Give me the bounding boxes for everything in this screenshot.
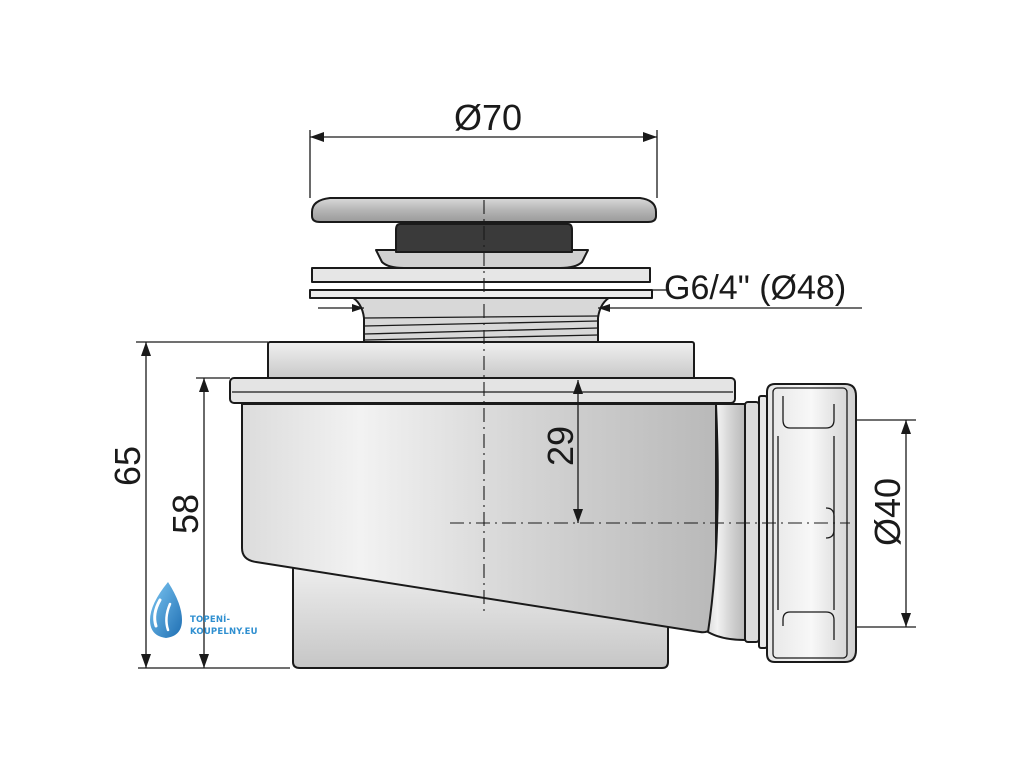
label-thread: G6/4" (Ø48) — [664, 269, 846, 307]
outlet-elbow — [707, 403, 746, 641]
brand-logo: TOPENÍ- KOUPELNY.EU — [150, 582, 258, 638]
mounting-flange — [229, 377, 736, 404]
thread-line-2 — [363, 320, 599, 327]
vertical-outlet-pipe — [292, 559, 669, 669]
water-drop-icon — [150, 582, 182, 638]
nut-grip-1 — [782, 396, 835, 429]
label-outlet-axis: 29 — [540, 426, 581, 466]
logo-line2: KOUPELNY.EU — [190, 627, 258, 637]
cover-plate-bottom — [309, 289, 653, 299]
dim-thread — [318, 289, 862, 312]
nut-ring-washer — [758, 395, 768, 649]
logo-line1: TOPENÍ- — [190, 613, 231, 625]
label-height-total: 65 — [107, 446, 148, 486]
upper-collar — [267, 341, 695, 381]
dim-outlet-axis — [573, 380, 583, 523]
neck-body — [349, 295, 613, 343]
threaded-neck — [309, 267, 653, 343]
thread-line-3 — [363, 327, 599, 335]
dim-top-diameter — [309, 130, 658, 198]
label-top-diameter: Ø70 — [454, 97, 522, 138]
label-outlet-diameter: Ø40 — [867, 478, 908, 546]
drain-body — [229, 341, 746, 669]
thread-line-4 — [363, 334, 599, 341]
cover-plate-top — [311, 267, 651, 283]
nut-ring-inner — [744, 401, 760, 643]
label-height-body: 58 — [165, 494, 206, 534]
cap-stem-collar — [375, 249, 589, 269]
dim-height-body — [196, 377, 230, 668]
thread-line-1 — [363, 315, 599, 319]
dim-height-total — [136, 341, 290, 669]
nut-grip-3 — [782, 611, 835, 640]
dim-outlet-diameter — [856, 419, 916, 628]
